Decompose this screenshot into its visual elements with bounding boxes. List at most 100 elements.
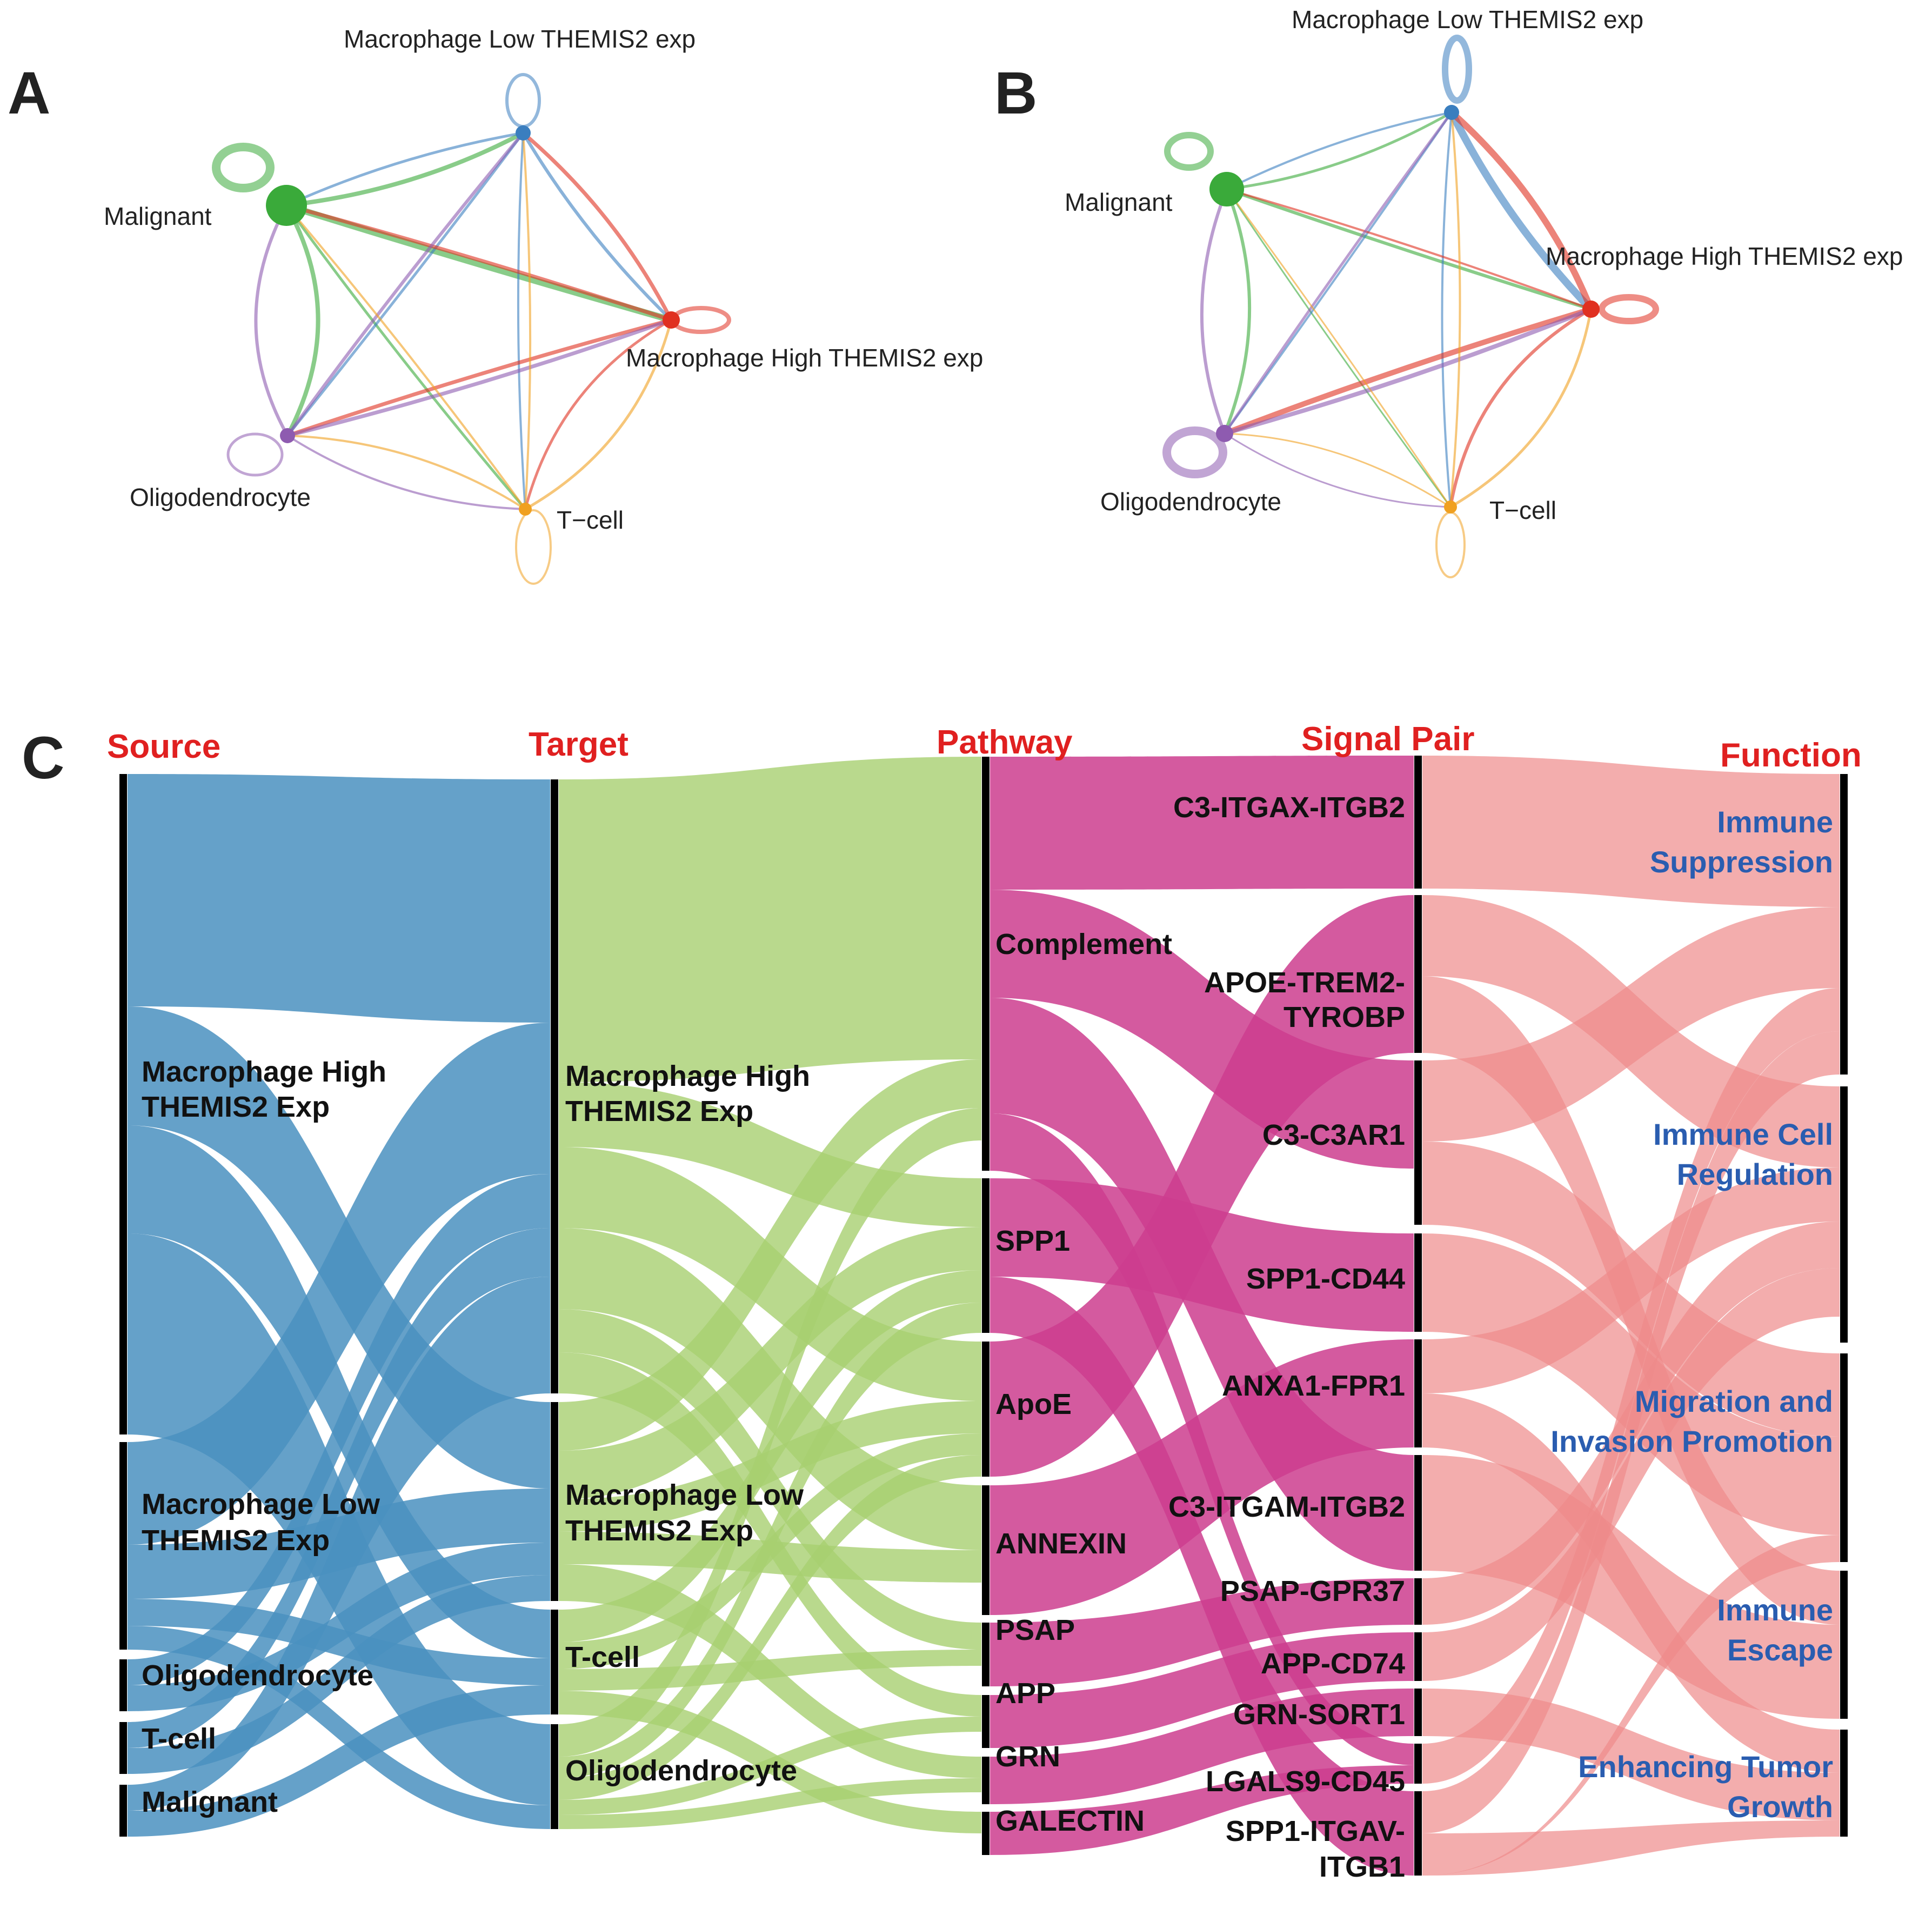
pathway-bar-complement: [982, 757, 990, 1171]
edge-low-to-mal: [1226, 111, 1453, 190]
edge-tcell-to-oligo: [286, 435, 526, 510]
signal-function-link-10-2: [1422, 1535, 1840, 1876]
node-label-high: Macrophage High THEMIS2 exp: [1546, 242, 1903, 270]
node-label-high: Macrophage High THEMIS2 exp: [626, 344, 983, 372]
signal-bar-apoe-trem2-tyrobp: [1414, 895, 1422, 1053]
node-label-oligo: Oligodendrocyte: [130, 483, 311, 511]
source-label-macrophage-high-themis2-exp-line1: Macrophage High: [142, 1056, 386, 1088]
source-target-link-4-0: [128, 1277, 550, 1811]
pathway-label-galectin: GALECTIN: [995, 1805, 1145, 1837]
target-pathway-link-3-1: [559, 1303, 981, 1778]
edge-tcell-to-low: [1449, 111, 1461, 508]
func-bar-migration-and-invasion-promotion: [1840, 1353, 1848, 1562]
signal-label-spp1-itgav-itgb1-line1: SPP1-ITGAV-: [1226, 1815, 1405, 1847]
signal-label-apoe-trem2-tyrobp-line2: TYROBP: [1283, 1001, 1405, 1033]
edge-high-to-tcell: [524, 318, 673, 511]
edge-tcell-to-low: [522, 132, 532, 510]
pathway-bar-galectin: [982, 1812, 990, 1855]
node-label-oligo: Oligodendrocyte: [1100, 488, 1281, 516]
edge-high-to-oligo: [285, 318, 673, 438]
pathway-bar-spp1: [982, 1178, 990, 1333]
edge-low-to-high: [1448, 109, 1595, 313]
target-pathway-link-3-0: [559, 1108, 981, 1757]
edge-mal-to-low: [284, 131, 525, 208]
target-label-t-cell: T-cell: [565, 1641, 640, 1673]
node-label-tcell: T−cell: [557, 506, 624, 534]
target-label-oligodendrocyte: Oligodendrocyte: [565, 1754, 797, 1787]
source-bar-t-cell: [119, 1722, 127, 1774]
edge-high-to-mal: [1226, 188, 1592, 310]
pathway-label-spp1: SPP1: [995, 1225, 1070, 1257]
signal-label-app-cd74: APP-CD74: [1261, 1647, 1405, 1680]
pathway-label-complement: Complement: [995, 928, 1172, 960]
target-label-macrophage-low-themis2-exp-line2: THEMIS2 Exp: [565, 1514, 753, 1547]
edge-oligo-to-mal: [1200, 188, 1228, 435]
node-mal: [1209, 172, 1244, 206]
signal-function-link-4-1: [1422, 1167, 1840, 1393]
source-label-t-cell: T-cell: [142, 1723, 216, 1755]
pathway-bar-psap: [982, 1623, 990, 1686]
sankey-labels: Source Target Pathway Signal Pair Functi…: [107, 720, 1862, 1883]
node-label-low: Macrophage Low THEMIS2 exp: [344, 25, 696, 53]
target-bar-oligodendrocyte: [551, 1724, 558, 1829]
self-loop-oligo: [226, 432, 284, 477]
edge-low-to-tcell: [517, 132, 526, 510]
func-label-immune-suppression-line1: Immune: [1717, 805, 1833, 839]
signal-label-c3-itgam-itgb2: C3-ITGAM-ITGB2: [1168, 1491, 1405, 1523]
source-label-macrophage-low-themis2-exp-line2: THEMIS2 Exp: [142, 1524, 330, 1557]
node-oligo: [1216, 425, 1233, 442]
signal-label-grn-sort1: GRN-SORT1: [1233, 1698, 1405, 1731]
pathway-bar-annexin: [982, 1485, 990, 1615]
edge-high-to-low: [1448, 109, 1594, 312]
signal-bar-c3-itgax-itgb2: [1414, 756, 1422, 889]
pathway-signal-link-4-6: [990, 1578, 1414, 1686]
signal-label-anxa1-fpr1: ANXA1-FPR1: [1222, 1370, 1405, 1402]
node-low: [516, 125, 531, 141]
edge-oligo-to-high: [1222, 307, 1593, 436]
pathway-label-annexin: ANNEXIN: [995, 1527, 1127, 1560]
self-loop-tcell: [515, 509, 552, 585]
self-loop-low: [1442, 35, 1472, 104]
source-bar-oligodendrocyte: [119, 1659, 127, 1711]
signal-bar-lgals9-cd45: [1414, 1744, 1422, 1784]
signal-label-c3-c3ar1: C3-C3AR1: [1262, 1119, 1405, 1151]
source-target-link-1-3: [128, 1626, 550, 1829]
signal-function-link-7-1: [1422, 1268, 1840, 1681]
pathway-bar-apoe: [982, 1342, 990, 1477]
self-loop-high: [671, 306, 731, 334]
edge-tcell-to-oligo: [1224, 432, 1452, 508]
target-label-macrophage-high-themis2-exp-line2: THEMIS2 Exp: [565, 1095, 753, 1127]
panel-letter-b: B: [994, 60, 1037, 126]
func-label-enhancing-tumor-growth-line2: Growth: [1727, 1790, 1833, 1824]
target-label-macrophage-high-themis2-exp-line1: Macrophage High: [565, 1060, 810, 1092]
edge-tcell-to-mal: [1226, 188, 1452, 508]
source-bar-macrophage-low-themis2-exp: [119, 1442, 127, 1650]
self-loop-tcell: [1435, 511, 1466, 578]
func-bar-immune-cell-regulation: [1840, 1086, 1848, 1343]
node-oligo: [280, 428, 295, 443]
signal-bar-psap-gpr37: [1414, 1578, 1422, 1625]
signal-function-link-2-0: [1422, 907, 1840, 1142]
node-high: [1582, 301, 1600, 318]
node-tcell: [1444, 501, 1457, 513]
signal-label-lgals9-cd45: LGALS9-CD45: [1206, 1765, 1405, 1798]
signal-function-link-10-4: [1422, 1820, 1840, 1876]
self-loop-mal: [212, 143, 275, 192]
signal-function-link-9-0: [1422, 988, 1840, 1784]
node-label-mal: Malignant: [1065, 188, 1173, 216]
pathway-signal-link-1-10: [990, 1277, 1414, 1876]
source-label-macrophage-low-themis2-exp-line1: Macrophage Low: [142, 1488, 380, 1520]
sankey-links: [128, 756, 1840, 1876]
edge-low-to-oligo: [1224, 111, 1453, 435]
edge-low-to-tcell: [1441, 111, 1453, 508]
edge-oligo-to-tcell: [1224, 432, 1452, 508]
source-target-link-1-0: [128, 1023, 550, 1545]
pathway-signal-link-7-9: [990, 1765, 1414, 1855]
signal-bar-spp1-cd44: [1414, 1233, 1422, 1332]
panel-letter-a: A: [8, 60, 50, 126]
node-label-low: Macrophage Low THEMIS2 exp: [1292, 5, 1643, 34]
edge-mal-to-oligo: [284, 203, 320, 438]
node-label-mal: Malignant: [104, 202, 212, 230]
target-pathway-link-1-1: [559, 1227, 981, 1499]
